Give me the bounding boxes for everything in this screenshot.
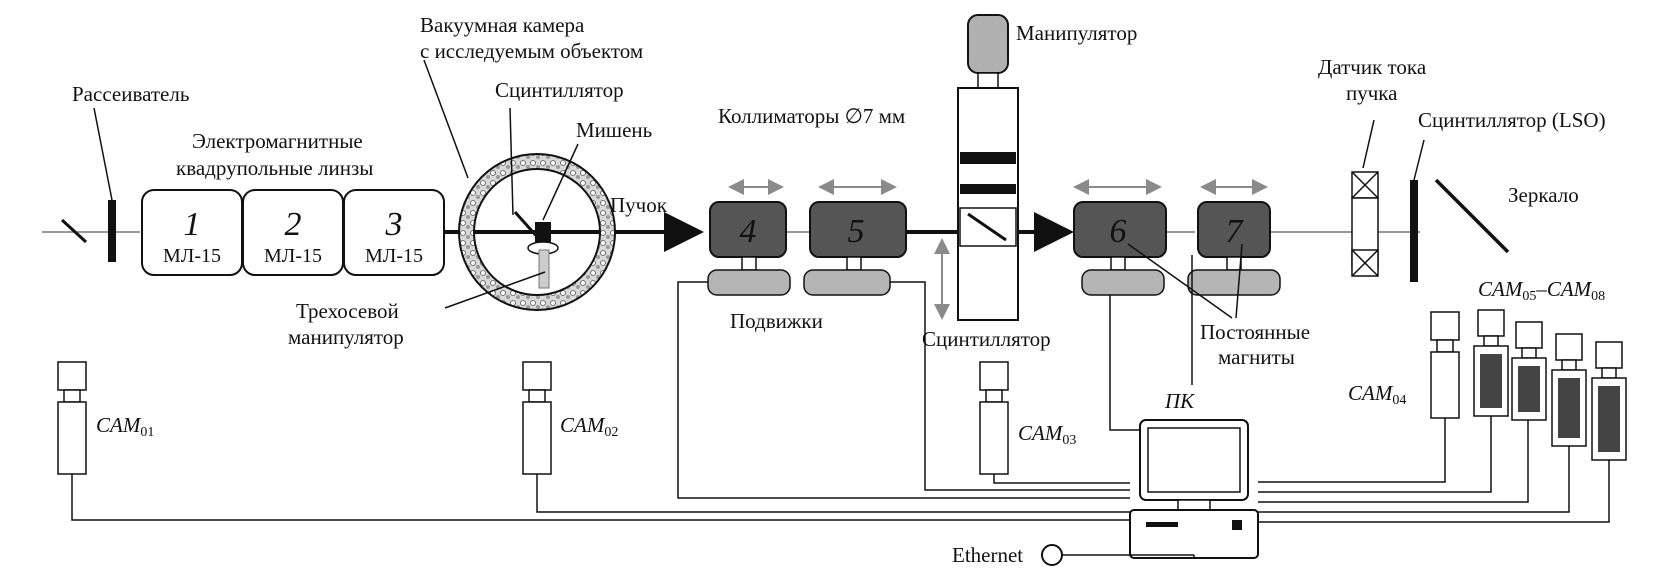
- vacuum-chamber: [458, 153, 616, 311]
- pc-label: ПК: [1164, 389, 1195, 413]
- lens-number: 2: [285, 206, 302, 243]
- target-pointer: [542, 143, 579, 221]
- quad-lenses-label-1: Электромагнитные: [192, 129, 363, 153]
- perm-magnet-pointer-2: [1235, 243, 1243, 319]
- perm-magnets-label-1: Постоянные: [1200, 320, 1310, 344]
- manipulator: [934, 14, 1019, 321]
- camera-01: [57, 361, 87, 475]
- ethernet-label: Ethernet: [952, 543, 1023, 567]
- perm-magnets-label-2: магниты: [1218, 345, 1295, 369]
- camera-03: [979, 361, 1009, 475]
- lens-number: 3: [385, 206, 403, 243]
- mirror: [1434, 178, 1510, 254]
- camera-07: [1551, 333, 1587, 447]
- current-sensor-label-1: Датчик тока: [1318, 55, 1427, 79]
- magnet-5: 5: [803, 179, 907, 296]
- cam05-08-label: CAM05–CAM08: [1478, 277, 1605, 304]
- three-axis-label-1: Трехосевой: [296, 299, 399, 323]
- lens-model: МЛ-15: [163, 245, 221, 267]
- three-axis-pointer: [444, 271, 546, 309]
- magnet-4: 4: [707, 179, 791, 296]
- lens-model: МЛ-15: [365, 245, 423, 267]
- scintillator-label-top: Сцинтиллятор: [495, 78, 624, 102]
- magnet-number: 7: [1226, 213, 1245, 250]
- magnet-number: 4: [740, 213, 757, 250]
- ethernet-port: [1041, 544, 1195, 566]
- three-axis-label-2: манипулятор: [288, 325, 404, 349]
- magnet-6: 6: [1073, 179, 1167, 296]
- stage: [1081, 269, 1165, 296]
- scintillator-label-mid: Сцинтиллятор: [922, 327, 1051, 351]
- scintillator-pointer: [509, 107, 514, 216]
- stage: [1187, 269, 1281, 296]
- beam-current-sensor: [1351, 119, 1379, 277]
- magnet-7: 7: [1187, 179, 1281, 296]
- quad-lenses-label-2: квадрупольные линзы: [176, 156, 373, 180]
- vacuum-chamber-pointer: [423, 59, 469, 179]
- cam03-label: CAM03: [1018, 421, 1076, 448]
- camera-04: [1430, 311, 1460, 419]
- vacuum-chamber-label-1: Вакуумная камера: [420, 13, 585, 37]
- lens-number: 1: [184, 206, 201, 243]
- stage: [707, 269, 791, 296]
- stages-label: Подвижки: [730, 309, 823, 333]
- quad-lens-3: 3 МЛ-15: [343, 189, 445, 276]
- scatterer: [60, 107, 116, 262]
- cam04-label: CAM04: [1348, 381, 1406, 408]
- vacuum-chamber-label-2: с исследуемым объектом: [420, 39, 643, 63]
- mirror-label: Зеркало: [1508, 183, 1579, 207]
- cables: [71, 255, 1610, 523]
- lso-scintillator-label: Сцинтиллятор (LSO): [1418, 108, 1606, 132]
- scatterer-label: Рассеиватель: [72, 82, 189, 106]
- lens-model: МЛ-15: [264, 245, 322, 267]
- target-label: Мишень: [576, 118, 652, 142]
- magnet-number: 5: [848, 213, 865, 250]
- quad-lens-1: 1 МЛ-15: [141, 189, 243, 276]
- camera-06: [1511, 321, 1547, 421]
- stage: [803, 269, 891, 296]
- camera-05: [1473, 309, 1509, 417]
- camera-08: [1591, 341, 1627, 461]
- quad-lens-2: 2 МЛ-15: [242, 189, 344, 276]
- pc: [1129, 419, 1259, 559]
- camera-02: [522, 361, 552, 475]
- cam01-label: CAM01: [96, 413, 154, 440]
- cam02-label: CAM02: [560, 413, 618, 440]
- manipulator-label: Манипулятор: [1016, 21, 1137, 45]
- current-sensor-label-2: пучка: [1346, 81, 1398, 105]
- perm-magnet-pointer-1: [1127, 243, 1233, 319]
- magnet-number: 6: [1110, 213, 1127, 250]
- lso-scintillator: [1410, 139, 1425, 282]
- collimators-label: Коллиматоры ∅7 мм: [718, 104, 905, 128]
- beam-label: Пучок: [610, 193, 668, 217]
